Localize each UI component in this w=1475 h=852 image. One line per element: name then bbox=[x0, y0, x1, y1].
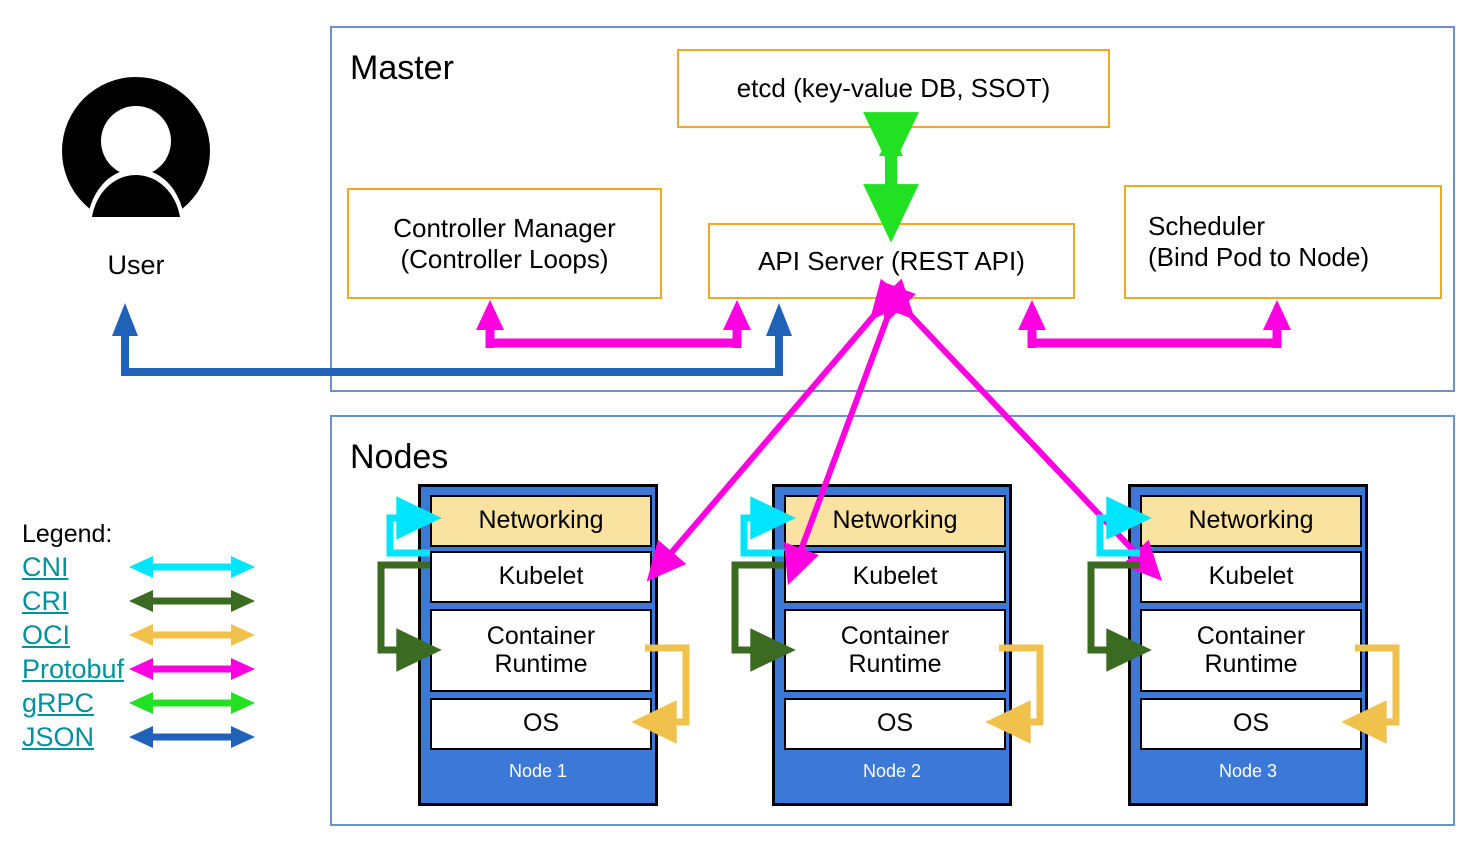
scheduler-label-line2: (Bind Pod to Node) bbox=[1148, 242, 1370, 272]
node2-name-label: Node 2 bbox=[862, 761, 922, 781]
node1-layer-networking[interactable]: Networking bbox=[430, 495, 652, 547]
node1-layer-os[interactable]: OS bbox=[430, 698, 652, 750]
scheduler-label-line1: Scheduler bbox=[1148, 211, 1266, 242]
legend-arrow-cri bbox=[127, 590, 257, 617]
scheduler-box[interactable]: Scheduler (Bind Pod to Node) bbox=[1124, 185, 1442, 299]
etcd-box[interactable]: etcd (key-value DB, SSOT) bbox=[677, 49, 1110, 128]
node3-layer-networking[interactable]: Networking bbox=[1140, 495, 1362, 547]
node2-networking-label: Networking bbox=[832, 506, 958, 535]
node3-layer-kubelet[interactable]: Kubelet bbox=[1140, 551, 1362, 603]
node3-kubelet-label: Kubelet bbox=[1208, 562, 1294, 591]
node1-networking-label: Networking bbox=[478, 506, 604, 535]
legend-row-oci: OCI bbox=[22, 620, 282, 650]
node3-networking-label: Networking bbox=[1188, 506, 1314, 535]
legend-arrow-json bbox=[127, 726, 257, 753]
node2-layer-networking[interactable]: Networking bbox=[784, 495, 1006, 547]
controller-manager-box[interactable]: Controller Manager (Controller Loops) bbox=[347, 188, 662, 299]
legend-link-json[interactable]: JSON bbox=[22, 722, 95, 752]
legend-title: Legend: bbox=[22, 520, 113, 548]
master-group-title: Master bbox=[350, 49, 454, 87]
legend-arrow-protobuf bbox=[127, 658, 257, 685]
legend-arrow-cni bbox=[127, 556, 257, 583]
node3-layer-os[interactable]: OS bbox=[1140, 698, 1362, 750]
node1-name-label: Node 1 bbox=[508, 761, 568, 781]
node1-kubelet-label: Kubelet bbox=[498, 562, 584, 591]
legend: Legend: CNI CRI OCI bbox=[22, 520, 302, 752]
user-label: User bbox=[107, 250, 165, 280]
legend-link-grpc[interactable]: gRPC bbox=[22, 688, 95, 718]
node3-os-label: OS bbox=[1232, 709, 1270, 738]
legend-link-cni[interactable]: CNI bbox=[22, 552, 69, 582]
node1-layer-kubelet[interactable]: Kubelet bbox=[430, 551, 652, 603]
node3-name-label: Node 3 bbox=[1218, 761, 1278, 781]
user-avatar-icon bbox=[62, 77, 210, 237]
node2-layer-os[interactable]: OS bbox=[784, 698, 1006, 750]
api-server-box[interactable]: API Server (REST API) bbox=[708, 223, 1075, 299]
nodes-group-title: Nodes bbox=[350, 438, 449, 476]
node2-os-label: OS bbox=[876, 709, 914, 738]
legend-link-protobuf[interactable]: Protobuf bbox=[22, 654, 125, 684]
api-server-label: API Server (REST API) bbox=[758, 245, 1025, 276]
legend-row-grpc: gRPC bbox=[22, 688, 282, 718]
legend-link-cri[interactable]: CRI bbox=[22, 586, 69, 616]
legend-link-oci[interactable]: OCI bbox=[22, 620, 71, 650]
legend-arrow-grpc bbox=[127, 692, 257, 719]
etcd-label: etcd (key-value DB, SSOT) bbox=[736, 73, 1051, 104]
controller-manager-label-line1: Controller Manager bbox=[393, 212, 616, 243]
controller-manager-label-line2: (Controller Loops) bbox=[400, 243, 609, 274]
legend-row-protobuf: Protobuf bbox=[22, 654, 282, 684]
node1-os-label: OS bbox=[522, 709, 560, 738]
legend-row-cri: CRI bbox=[22, 586, 282, 616]
node2-layer-kubelet[interactable]: Kubelet bbox=[784, 551, 1006, 603]
legend-arrow-oci bbox=[127, 624, 257, 651]
legend-row-json: JSON bbox=[22, 722, 282, 752]
legend-row-cni: CNI bbox=[22, 552, 282, 582]
node2-kubelet-label: Kubelet bbox=[852, 562, 938, 591]
